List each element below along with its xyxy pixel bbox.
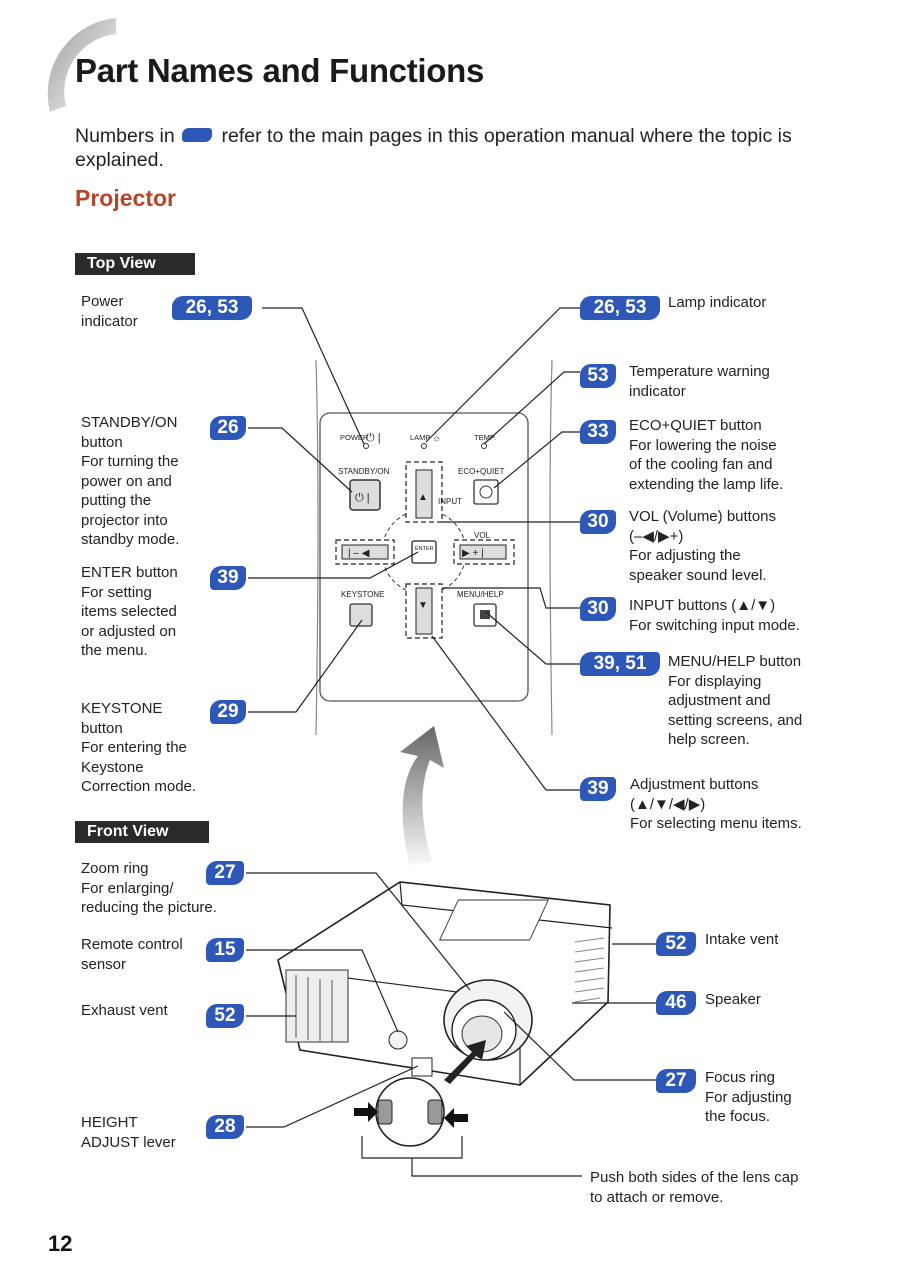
panel-standby-label: STANDBY/ON: [338, 467, 390, 476]
right-arrow-icon: ▶ + |: [462, 548, 484, 559]
left-arrow-icon: | – ◀: [348, 548, 370, 559]
eco-symbol-icon: [479, 485, 493, 499]
section-heading: Projector: [75, 185, 176, 211]
page-ref-chip-icon: [182, 127, 213, 142]
left-button-icon: [341, 544, 389, 560]
page-title: Part Names and Functions: [75, 52, 485, 89]
press-left-arrow-icon: [354, 1102, 378, 1122]
focus-ring-page-badge: 27: [656, 1069, 696, 1093]
down-button-icon: [415, 587, 433, 635]
lamp-indicator-icon: [421, 443, 427, 449]
eco-button-icon: [473, 479, 499, 505]
press-right-arrow-icon: [444, 1108, 468, 1128]
lens-cap-bracket: [361, 1136, 582, 1177]
standby-symbol-icon: ⏻ |: [355, 492, 370, 504]
down-arrow-icon: ▼: [418, 600, 428, 611]
height-adjust-page-badge: 28: [206, 1115, 244, 1139]
panel-vol-label: VOL: [474, 531, 491, 540]
exhaust-vent-page-badge: 52: [206, 1004, 244, 1028]
lamp-indicator-label: Lamp indicator: [668, 294, 767, 311]
intro-before: Numbers in: [75, 125, 175, 147]
intake-vent-label: Intake vent: [705, 931, 779, 948]
leader-lines: [246, 307, 656, 1128]
flip-arrow-icon: [400, 726, 444, 866]
top-keypad: [438, 899, 550, 941]
intake-vent-page-badge: 52: [656, 932, 696, 956]
exhaust-vent-label: Exhaust vent: [81, 1002, 168, 1019]
input-label: INPUT buttons (▲/▼)For switching input m…: [629, 597, 800, 634]
intro-text: Numbers in refer to the main pages in th…: [75, 124, 855, 172]
zoom-ring-page-badge: 27: [206, 861, 244, 885]
power-indicator-icon: [363, 443, 369, 449]
panel-enter-label: ENTER: [415, 546, 434, 552]
enter-button-icon: [411, 540, 437, 564]
power-indicator-page-badge: 26, 53: [172, 296, 252, 320]
menu-page-badge: 39, 51: [580, 652, 660, 676]
standby-page-badge: 26: [210, 416, 246, 440]
keystone-page-badge: 29: [210, 700, 246, 724]
up-button-icon: [415, 469, 433, 519]
panel-menu-label: MENU/HELP: [457, 590, 504, 599]
height-lever-icon: [411, 1057, 433, 1077]
top-view-tag: Top View: [75, 253, 195, 275]
adjust-label: Adjustment buttons(▲/▼/◀/▶) For selectin…: [630, 776, 802, 832]
intro-after: refer to the main pages in this operatio…: [75, 125, 792, 171]
front-view-tag: Front View: [75, 821, 209, 843]
remote-sensor-icon: [388, 1030, 408, 1050]
right-button-icon: [459, 544, 507, 560]
panel-power-label: POWER: [340, 433, 369, 442]
vol-label: VOL (Volume) buttons(–◀/▶+) For adjustin…: [629, 508, 777, 584]
menu-symbol-icon: [480, 610, 490, 619]
panel-input-label: INPUT: [438, 497, 462, 506]
temp-warning-page-badge: 53: [580, 364, 616, 388]
keystone-button-icon: [349, 603, 373, 627]
side-vent-icon: [574, 937, 605, 1003]
panel-lamp-label: LAMP: [410, 433, 430, 442]
page-number: 12: [48, 1231, 73, 1256]
panel-temp-label: TEMP.: [474, 433, 496, 442]
speaker-label: Speaker: [705, 991, 761, 1008]
input-page-badge: 30: [580, 597, 616, 621]
exhaust-vent-icon: [285, 969, 349, 1043]
adjust-page-badge: 39: [580, 777, 616, 801]
lamp-indicator-page-badge: 26, 53: [580, 296, 660, 320]
speaker-page-badge: 46: [656, 991, 696, 1015]
temp-indicator-icon: [481, 443, 487, 449]
attach-arrow-icon: [444, 1040, 486, 1084]
eco-page-badge: 33: [580, 420, 616, 444]
lamp-symbol-icon: ☼: [432, 433, 441, 444]
lens-cap-note: Push both sides of the lens cap to attac…: [590, 1169, 799, 1206]
panel-outline: [315, 359, 553, 736]
panel-eco-label: ECO+QUIET: [458, 467, 505, 476]
vol-page-badge: 30: [580, 510, 616, 534]
standby-button-icon: [349, 479, 381, 511]
power-symbol-icon: ⏻ |: [366, 432, 381, 444]
remote-sensor-page-badge: 15: [206, 938, 244, 962]
corner-swoosh: [47, 18, 116, 112]
enter-page-badge: 39: [210, 566, 246, 590]
up-arrow-icon: ▲: [418, 492, 428, 503]
panel-keystone-label: KEYSTONE: [341, 590, 384, 599]
